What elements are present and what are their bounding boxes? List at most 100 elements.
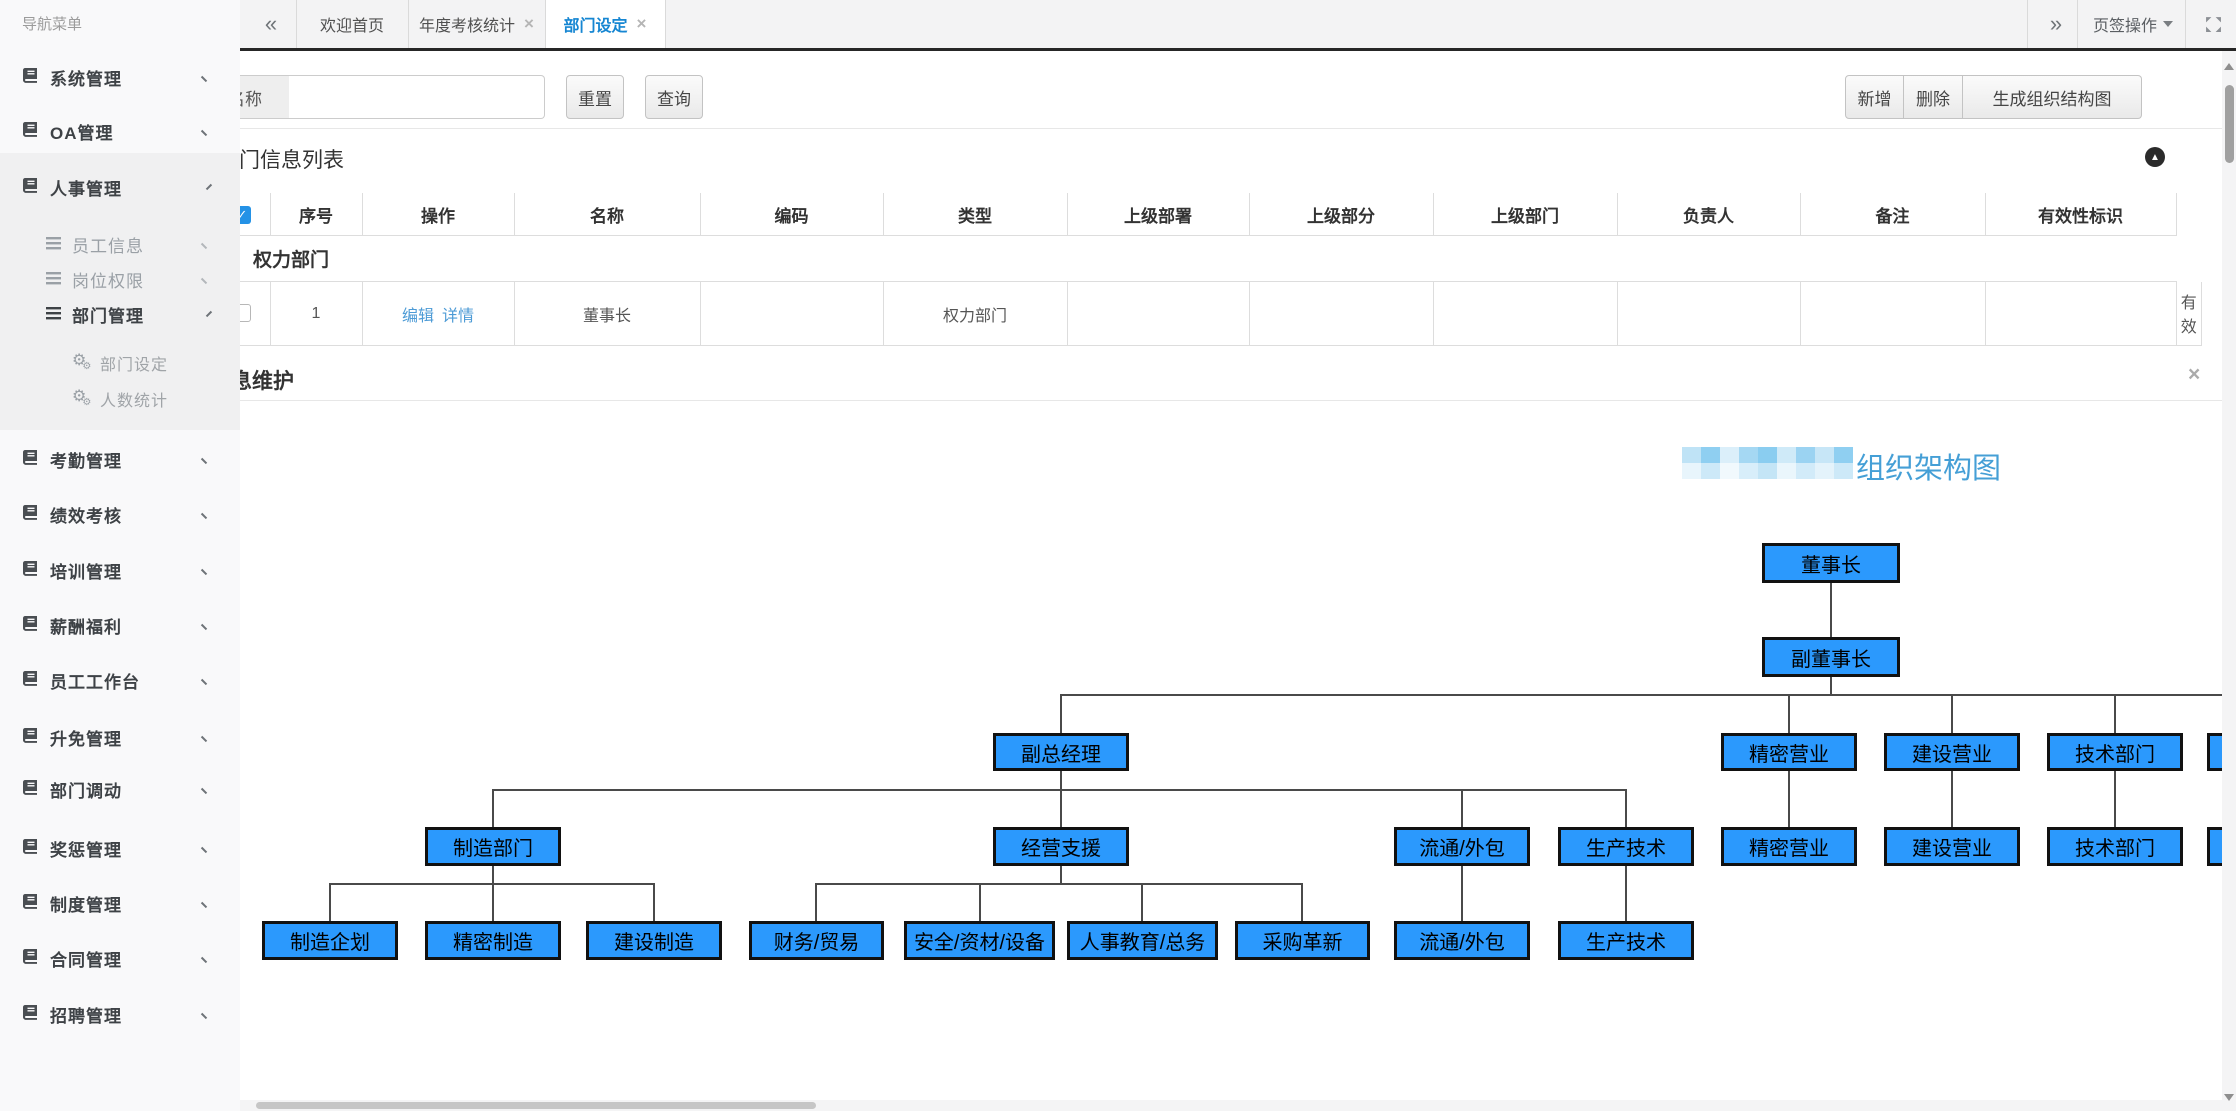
sidebar-item-员工工作台[interactable]: 员工工作台 [0,659,240,699]
org-connector-line [492,883,494,921]
sidebar-item-部门设定[interactable]: ⚙⚙部门设定 [0,342,240,382]
reset-button[interactable]: 重置 [566,75,624,119]
row-link-编辑[interactable]: 编辑 [401,307,434,325]
sidebar-item-label: 人事管理 [50,180,122,199]
tab-close-icon[interactable]: × [636,14,647,33]
sidebar-item-考勤管理[interactable]: 考勤管理 [0,438,240,478]
chevron-left-icon [200,1007,213,1020]
action-button-删除[interactable]: 删除 [1904,75,1963,119]
action-button-新增[interactable]: 新增 [1845,75,1904,119]
org-connector-line [1060,694,2222,696]
row-cell [1067,281,1250,346]
sidebar-item-绩效考核[interactable]: 绩效考核 [0,493,240,533]
tab-operations-menu[interactable]: 页签操作 [2093,0,2174,48]
sidebar-item-合同管理[interactable]: 合同管理 [0,937,240,977]
scroll-down-icon[interactable] [2224,1094,2234,1101]
book-icon [22,505,38,525]
mosaic-pixel [1815,463,1834,479]
org-connector-line [329,883,331,921]
search-input[interactable] [289,75,545,119]
sidebar-item-label: 升免管理 [50,730,122,749]
sidebar-item-升免管理[interactable]: 升免管理 [0,716,240,756]
org-node-建设制造: 建设制造 [586,921,722,960]
sidebar-item-部门管理[interactable]: 部门管理 [0,293,240,333]
vertical-scrollbar-thumb[interactable] [2224,85,2234,163]
tab-欢迎首页[interactable]: 欢迎首页 [296,0,408,48]
fullscreen-icon[interactable] [2198,0,2228,48]
sidebar-item-label: 奖惩管理 [50,841,122,860]
org-connector-line [815,883,1303,885]
row-cell [1617,281,1801,346]
column-header-上级部署: 上级部署 [1067,193,1250,236]
sidebar-item-label: 考勤管理 [50,452,122,471]
book-icon [22,561,38,581]
tab-separator [2027,0,2028,48]
sidebar-item-label: OA管理 [50,124,114,143]
row-link-详情[interactable]: 详情 [442,307,475,325]
sidebar-item-培训管理[interactable]: 培训管理 [0,549,240,589]
tab-部门设定[interactable]: 部门设定 × [545,0,665,48]
tab-bar: « 欢迎首页年度考核统计× 部门设定 × » 页签操作 [240,0,2236,51]
select-all-checkbox[interactable]: ✓ [240,205,251,224]
org-connector-line [815,883,817,921]
mosaic-pixel [1739,463,1758,479]
sidebar-item-人事管理[interactable]: 人事管理 [0,166,240,206]
chevron-down-icon [200,178,213,191]
close-icon[interactable]: × [2188,363,2201,386]
sidebar-item-label: 合同管理 [50,951,122,970]
book-icon [22,839,38,859]
row-checkbox[interactable] [240,304,251,323]
column-header-类型: 类型 [883,193,1068,236]
tabs-scroll-left-icon[interactable]: « [264,11,278,36]
table-header-row: ✓序号操作名称编码类型上级部署上级部分上级部门负责人备注有效性标识 [240,193,2202,236]
horizontal-scrollbar-thumb[interactable] [256,1102,816,1109]
row-cell [1433,281,1618,346]
sidebar-item-OA管理[interactable]: OA管理 [0,110,240,150]
mosaic-pixel [1834,447,1853,463]
collapse-panel-icon[interactable]: ▲ [2145,147,2165,167]
sidebar-item-系统管理[interactable]: 系统管理 [0,56,240,96]
vertical-scrollbar[interactable] [2222,51,2236,1111]
sidebar-item-label: 绩效考核 [50,507,122,526]
org-node-技术部门: 技术部门 [2047,733,2183,771]
sidebar-item-招聘管理[interactable]: 招聘管理 [0,993,240,1033]
action-button-生成组织结构图[interactable]: 生成组织结构图 [1963,75,2142,119]
query-button[interactable]: 查询 [645,75,703,119]
sidebar-item-部门调动[interactable]: 部门调动 [0,768,240,808]
chevron-left-icon [200,563,213,576]
gears-icon: ⚙⚙ [72,388,92,408]
mosaic-pixel [1682,447,1701,463]
tab-separator [545,0,546,48]
tab-label: 部门设定 [563,18,628,35]
tabs-scroll-right-icon[interactable]: » [2049,11,2063,36]
org-node-副总经理: 副总经理 [993,733,1129,771]
tab-close-icon[interactable]: × [524,14,534,33]
sidebar-item-label: 制度管理 [50,896,122,915]
org-node-精密营业: 精密营业 [1721,733,1857,771]
chevron-left-icon [200,124,213,137]
sidebar-item-人数统计[interactable]: ⚙⚙人数统计 [0,378,240,418]
sidebar-item-员工信息[interactable]: 员工信息 [0,223,240,263]
sidebar-item-奖惩管理[interactable]: 奖惩管理 [0,827,240,867]
book-icon [22,122,38,142]
book-icon [22,68,38,88]
horizontal-scrollbar[interactable] [240,1100,2222,1111]
org-connector-line [492,789,1627,791]
chevron-left-icon [200,452,213,465]
org-node-流通/外包: 流通/外包 [1394,827,1530,866]
sidebar-item-制度管理[interactable]: 制度管理 [0,882,240,922]
row-select-cell [240,281,271,346]
chevron-left-icon [200,841,213,854]
chevron-left-icon [200,896,213,909]
scroll-up-icon[interactable] [2224,63,2234,70]
column-header-名称: 名称 [514,193,701,236]
sidebar-item-薪酬福利[interactable]: 薪酬福利 [0,604,240,644]
chevron-left-icon [200,673,213,686]
sidebar-expanded-section-bg [0,153,240,430]
tab-年度考核统计[interactable]: 年度考核统计× [408,0,545,48]
mosaic-pixel [1701,463,1720,479]
search-label: 名称 [240,75,290,119]
sidebar-item-岗位权限[interactable]: 岗位权限 [0,258,240,298]
column-header-编码: 编码 [700,193,884,236]
